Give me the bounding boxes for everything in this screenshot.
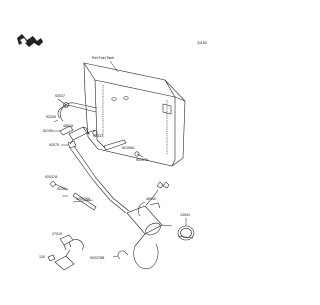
fuel-pump (126, 202, 173, 247)
part-27010: 27010 (52, 232, 62, 236)
pump-wiring (133, 181, 170, 270)
part-92037a: 92037A (45, 175, 58, 179)
part-92190a: 92190A (122, 146, 135, 150)
fuel-tube (72, 192, 97, 211)
hose-92190a (103, 139, 127, 151)
bolt (47, 254, 56, 262)
part-49019: 49019 (63, 124, 73, 128)
part-92161: 92161 (57, 187, 67, 191)
page-code: 31153 (197, 41, 207, 45)
manufacturer-logo-icon (17, 34, 43, 47)
parts-diagram-svg: 31153 Ref.Fuel Tank 92037 92200 92190 (17, 34, 207, 271)
part-92037-top: 92037 (55, 94, 65, 98)
reference-label: Ref.Fuel Tank (92, 56, 114, 60)
pump-clamp-band (177, 225, 195, 241)
parts-diagram: 31153 Ref.Fuel Tank 92037 92200 92190 (17, 34, 207, 271)
part-920376: 920376 (136, 158, 148, 162)
hose-92075 (67, 140, 77, 149)
clamp-920376 (134, 151, 144, 158)
fuel-line (69, 145, 130, 214)
part-92037-mid: 92037 (93, 134, 103, 138)
relay (59, 234, 84, 251)
part-92200: 92200 (46, 115, 56, 119)
fuel-hose (57, 102, 98, 122)
part-13091: 13091 (180, 213, 190, 217)
clamp-92037a (50, 181, 69, 191)
clamp-920376b (117, 250, 129, 260)
part-92190: 92190 (43, 129, 53, 133)
part-920376b: 920376B (90, 256, 105, 260)
hose-clamp (57, 98, 69, 108)
hose-clamp-mid (92, 130, 98, 136)
part-49040: 49040 (146, 197, 156, 201)
part-92075: 92075 (49, 143, 59, 147)
fuel-tank (83, 62, 186, 167)
part-130: 130 (39, 255, 45, 259)
hose-clamp-small (59, 125, 74, 136)
relay-bracket (54, 249, 75, 271)
